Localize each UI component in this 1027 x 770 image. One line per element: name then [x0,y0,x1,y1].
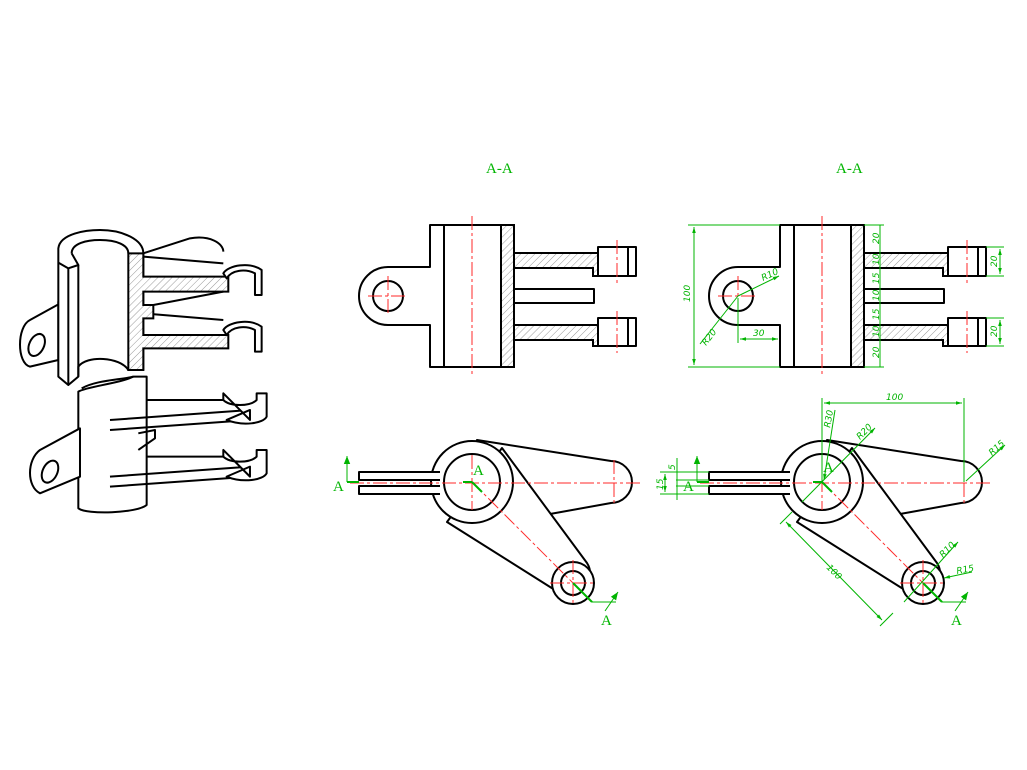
top-view-dimensioned [697,440,992,611]
dim-stack: 10 [872,289,882,301]
section-view-front-dimensioned [708,215,987,377]
dim-hub-outer-radius: R30 [823,409,836,428]
dim-hub-inner-radius: R20 [855,422,875,442]
dim-stack: 10 [872,325,882,337]
section-title: A-A [486,161,513,177]
dim-diagonal-length: 100 [824,563,843,582]
dim-arm-end-radius: R15 [987,439,1007,458]
cut-label: A [683,479,694,495]
dim-horizontal-length: 100 [886,393,903,403]
cut-label: A [601,613,612,629]
dim-boss-bottom: 20 [990,325,1000,337]
dim-slot-height: 15 [656,478,666,490]
dim-overall-height: 100 [683,285,693,302]
section-view-front [358,215,637,377]
dim-stack: 15 [872,308,882,320]
section-title: A-A [836,161,863,177]
dim-stack: 15 [872,272,882,284]
cut-label: A [823,460,834,476]
cut-label: A [333,479,344,495]
dim-stack: 20 [872,232,882,244]
cut-label: A [473,463,484,479]
top-view [347,440,642,611]
front-dimensions: 100 R10 R20 30 20 10 15 10 15 10 20 20 2… [683,224,1004,368]
isometric-view [19,228,268,514]
dim-lug-outer-radius: R20 [700,328,719,348]
dim-boss-inner-radius: R10 [938,540,958,560]
dim-boss-outer-radius: R15 [956,564,975,577]
dim-lug-offset: 30 [753,329,765,339]
cut-label: A [951,613,962,629]
dim-slot-width: 5 [668,464,678,470]
dim-stack: 20 [872,346,882,358]
dim-stack: 10 [872,253,882,265]
dim-boss-top: 20 [990,255,1000,267]
